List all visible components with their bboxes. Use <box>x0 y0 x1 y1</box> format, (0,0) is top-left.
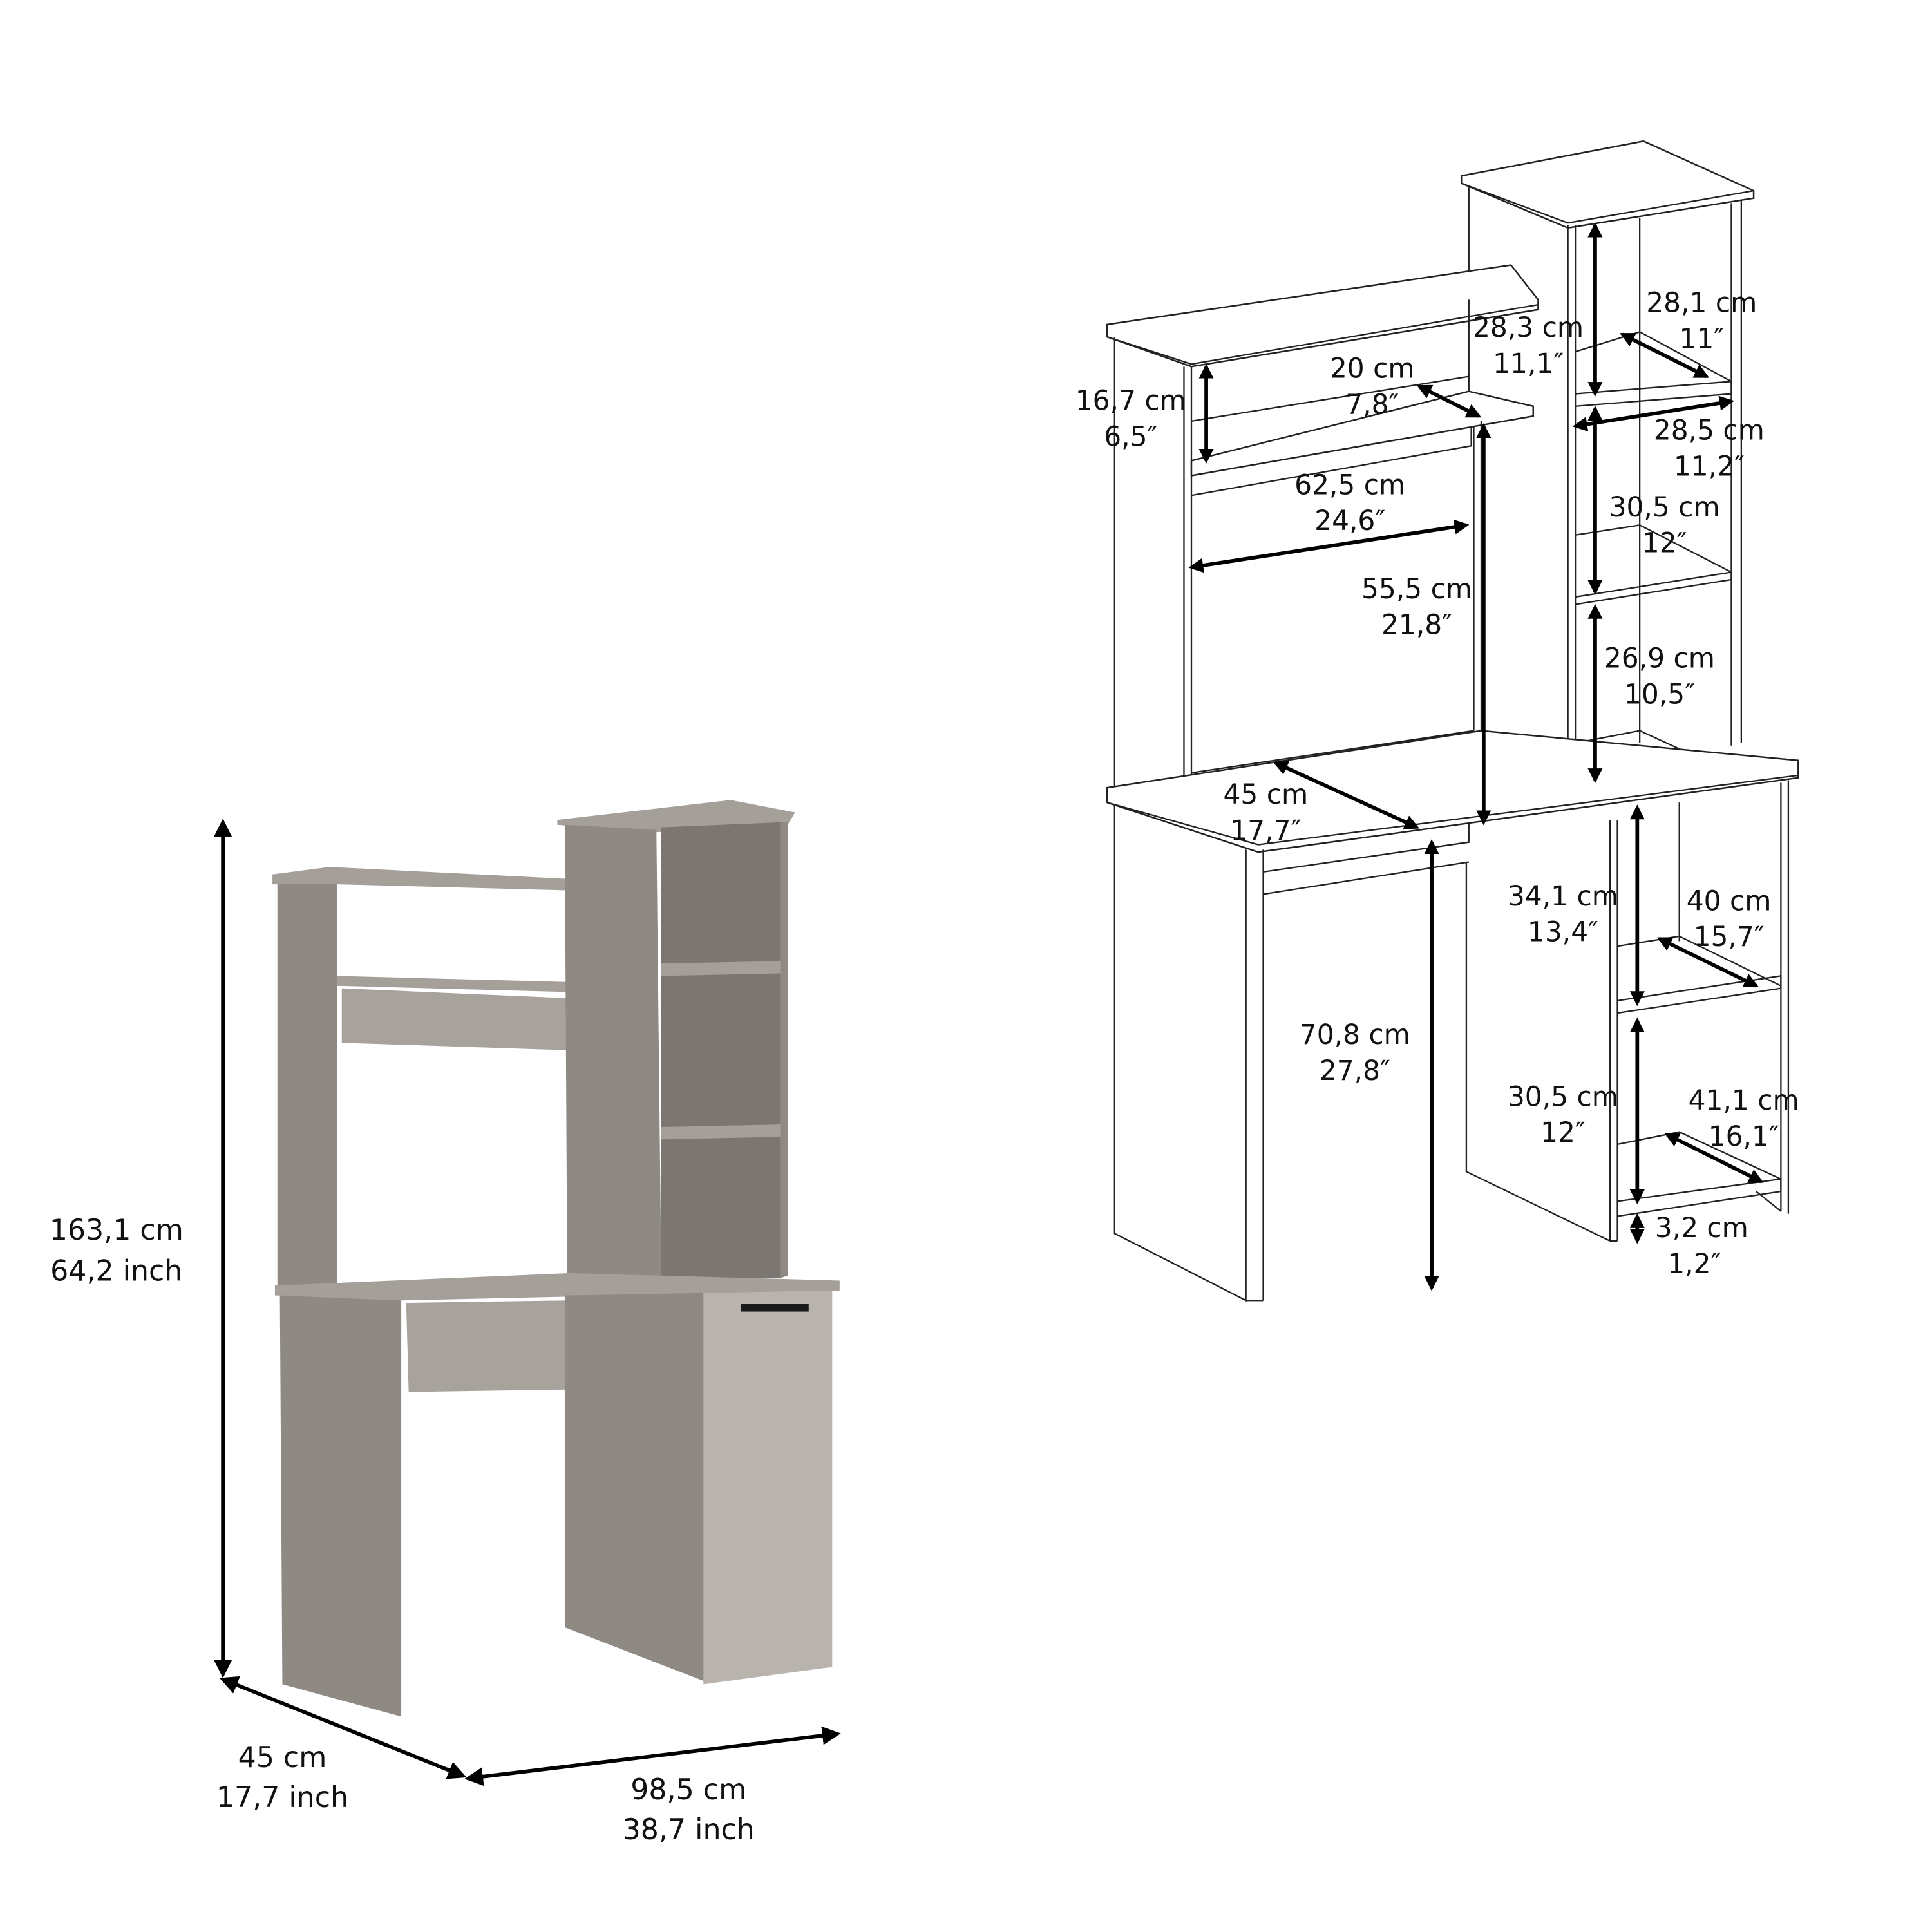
desk-depth-cm: 45 cm <box>1224 779 1309 810</box>
photo-dimension-arrows <box>213 819 841 1786</box>
hutch-opening-height-inch: 21,8″ <box>1381 609 1452 641</box>
upper-shelf-height-inch: 6,5″ <box>1104 421 1157 452</box>
tower-middle-height-inch: 12″ <box>1642 527 1687 559</box>
tower-width-inch: 11,2″ <box>1674 450 1745 482</box>
desk-depth-inch: 17,7″ <box>1230 815 1301 846</box>
base-clearance-cm: 3,2 cm <box>1655 1212 1748 1244</box>
cabinet-bottom-depth-inch: 16,1″ <box>1709 1121 1779 1152</box>
width-cm: 98,5 cm <box>630 1774 746 1806</box>
tower-bottom-height-cm: 26,9 cm <box>1604 643 1715 674</box>
width-inch: 38,7 inch <box>623 1814 755 1846</box>
base-clearance-inch: 1,2″ <box>1667 1248 1721 1280</box>
desk-height-inch: 27,8″ <box>1320 1055 1390 1086</box>
tower-top-depth-cm: 28,1 cm <box>1646 287 1757 319</box>
cabinet-top-height-inch: 13,4″ <box>1528 916 1598 948</box>
tower-middle-height-cm: 30,5 cm <box>1609 491 1720 523</box>
upper-shelf-depth-cm: 20 cm <box>1330 353 1415 384</box>
tower-top-height-inch: 11,1″ <box>1493 348 1564 379</box>
cabinet-top-height-cm: 34,1 cm <box>1508 880 1618 912</box>
cabinet-top-depth-inch: 15,7″ <box>1694 921 1765 952</box>
hutch-opening-width-inch: 24,6″ <box>1314 505 1385 536</box>
cabinet-bottom-height-inch: 12″ <box>1540 1117 1586 1148</box>
drawing-dimension-arrows <box>1188 222 1764 1291</box>
tower-width-cm: 28,5 cm <box>1654 415 1765 446</box>
cabinet-bottom-depth-cm: 41,1 cm <box>1689 1084 1799 1116</box>
cabinet-top-depth-cm: 40 cm <box>1687 885 1772 916</box>
depth-arrow <box>219 1676 467 1779</box>
upper-shelf-height-cm: 16,7 cm <box>1075 385 1186 417</box>
width-arrow <box>464 1726 841 1786</box>
tower-bottom-height-inch: 10,5″ <box>1624 678 1695 710</box>
hutch-opening-height-cm: 55,5 cm <box>1361 573 1472 605</box>
upper-shelf-depth-inch: 7,8″ <box>1345 388 1399 420</box>
cabinet-bottom-height-cm: 30,5 cm <box>1508 1081 1618 1112</box>
depth-inch: 17,7 inch <box>216 1781 348 1814</box>
overall-height-cm: 163,1 cm <box>50 1214 184 1247</box>
desk-photo <box>272 800 840 1717</box>
overall-height-inch: 64,2 inch <box>50 1255 182 1287</box>
depth-cm: 45 cm <box>238 1741 327 1774</box>
desk-height-cm: 70,8 cm <box>1300 1019 1410 1050</box>
hutch-opening-width-cm: 62,5 cm <box>1294 469 1405 500</box>
tower-top-height-cm: 28,3 cm <box>1473 312 1584 343</box>
door-handle <box>741 1304 809 1312</box>
tower-top-depth-inch: 11″ <box>1679 323 1724 354</box>
